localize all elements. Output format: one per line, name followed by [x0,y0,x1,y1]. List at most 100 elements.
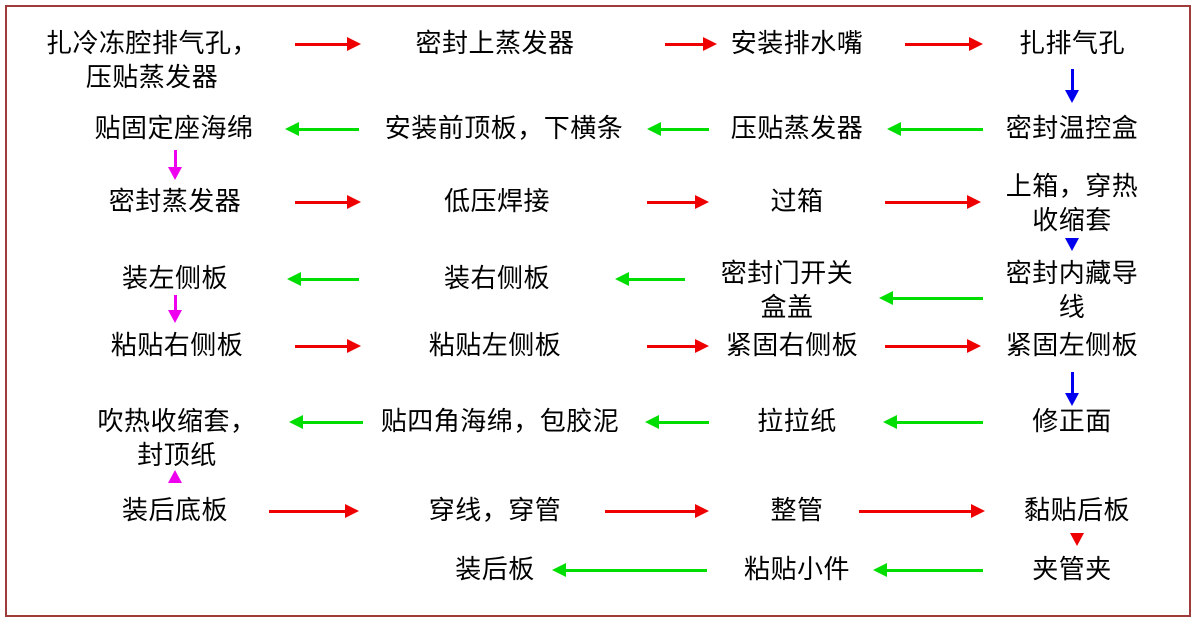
process-node-n1: 扎冷冻腔排气孔， 压贴蒸发器 [45,29,258,93]
flow-arrow-n11-n12 [885,191,981,213]
arrow-shaft [885,200,971,204]
arrow-shaft [859,509,975,513]
arrow-shaft [905,42,973,46]
process-node-n17: 粘贴右侧板 [110,331,244,361]
arrow-shaft [897,127,983,131]
process-node-n13: 密封内藏导 线 [1005,259,1139,323]
arrow-shaft [883,568,983,572]
arrow-head [347,195,361,209]
arrow-shaft [647,344,699,348]
process-node-n8: 贴固定座海绵 [94,114,254,144]
process-node-n18: 粘贴左侧板 [428,331,562,361]
process-node-n25: 装后底板 [121,496,228,526]
arrow-head [695,195,709,209]
arrow-head [289,415,303,429]
flow-arrow-n5-n6 [887,118,983,140]
flow-arrow-n8-n9 [165,150,185,180]
flow-arrow-n19-n20 [885,335,981,357]
arrow-head [347,339,361,353]
arrow-head [971,504,985,518]
flow-arrow-n15-n16 [287,268,359,290]
flow-arrow-n18-n19 [647,335,709,357]
process-node-n19: 紧固右侧板 [725,331,859,361]
flow-arrow-n21-n22 [883,411,983,433]
flow-arrow-n25-n26 [269,500,359,522]
arrow-shaft [297,277,359,281]
process-node-n9: 密封蒸发器 [108,187,242,217]
flow-arrow-n28-n29 [1067,530,1087,546]
process-node-n31: 装后板 [455,555,535,585]
arrow-head [879,291,893,305]
flow-arrow-n24-n25 [165,470,185,486]
arrow-head [168,310,182,323]
flow-arrow-n14-n15 [615,268,685,290]
process-node-n5: 密封温控盒 [1005,114,1139,144]
arrow-shaft [647,200,699,204]
arrow-head [967,195,981,209]
arrow-shaft [889,296,983,300]
flow-arrow-n22-n23 [645,411,709,433]
arrow-head [969,37,983,51]
arrow-shaft [295,200,351,204]
process-node-n3: 安装排水嘴 [730,29,864,59]
arrow-head [345,504,359,518]
process-node-n28: 黏贴后板 [1023,496,1130,526]
arrow-shaft [562,568,707,572]
process-node-n2: 密封上蒸发器 [415,29,575,59]
process-node-n11: 过箱 [770,187,824,217]
arrow-shaft [299,420,363,424]
arrow-shaft [1070,372,1074,396]
flow-arrow-n20-n21 [1062,372,1082,406]
arrow-shaft [885,344,971,348]
arrow-shaft [625,277,685,281]
flow-arrow-n1-n2 [295,33,361,55]
arrow-shaft [295,127,359,131]
flow-arrow-n4-n5 [1062,69,1082,103]
flow-arrow-n2-n3 [665,33,717,55]
flow-arrow-n29-n30 [873,559,983,581]
process-node-n23: 贴四角海绵，包胶泥 [380,407,620,437]
flow-arrow-n23-n24 [289,411,363,433]
arrow-shaft [269,509,349,513]
arrow-head [1065,238,1079,251]
process-node-n26: 穿线，穿管 [428,496,562,526]
flow-arrow-n30-n31 [552,559,707,581]
arrow-head [168,470,182,483]
arrow-head [645,415,659,429]
process-node-n14: 密封门开关 盒盖 [720,259,854,323]
diagram-frame: 扎冷冻腔排气孔， 压贴蒸发器 密封上蒸发器 安装排水嘴 扎排气孔 贴固定座海绵 [5,5,1191,617]
process-node-n21: 修正面 [1032,407,1112,437]
arrow-shaft [605,509,699,513]
arrow-head [883,415,897,429]
process-node-n22: 拉拉纸 [757,407,837,437]
arrow-head [168,167,182,180]
arrow-shaft [295,344,351,348]
flow-arrow-n6-n7 [647,118,709,140]
flow-arrow-n9-n10 [295,191,361,213]
arrow-head [1065,393,1079,406]
arrow-shaft [1070,69,1074,93]
arrow-head [1065,90,1079,103]
arrow-shaft [295,42,351,46]
arrow-head [615,272,629,286]
arrow-head [552,563,566,577]
flow-arrow-n16-n17 [165,295,185,323]
arrow-head [1070,533,1084,546]
process-node-n24: 吹热收缩套， 封顶纸 [97,407,257,471]
flow-arrow-n10-n11 [647,191,709,213]
arrow-shaft [665,42,707,46]
arrow-head [695,504,709,518]
process-node-n4: 扎排气孔 [1018,29,1125,59]
flow-arrow-n7-n8 [285,118,359,140]
arrow-shaft [173,295,177,311]
arrow-shaft [893,420,983,424]
arrow-head [647,122,661,136]
arrow-head [887,122,901,136]
process-node-n15: 装右侧板 [443,264,550,294]
process-node-n30: 粘贴小件 [743,555,850,585]
flow-arrow-n13-n14 [879,287,983,309]
arrow-shaft [655,420,709,424]
flow-arrow-n12-n13 [1062,235,1082,251]
process-node-n7: 安装前顶板，下横条 [384,114,624,144]
